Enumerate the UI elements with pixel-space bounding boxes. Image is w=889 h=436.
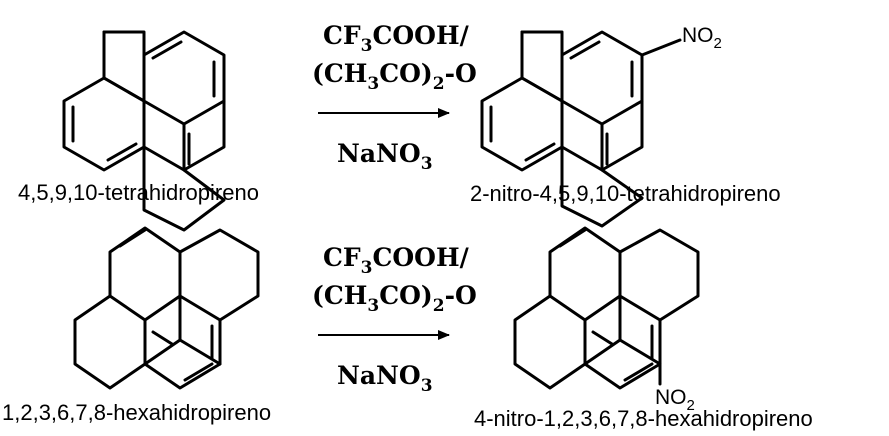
reagent-trifluoroacetic-acid-2: CF3COOH/ bbox=[323, 243, 470, 278]
product-1-name: 2-nitro-4,5,9,10-tetrahidropireno bbox=[470, 181, 781, 206]
product-2-nitro-group: NO2 bbox=[655, 386, 695, 414]
reagent-sodium-nitrate: NaNO3 bbox=[337, 139, 433, 174]
reagent-trifluoroacetic-acid: CF3COOH/ bbox=[323, 21, 470, 56]
reactant-1-name: 4,5,9,10-tetrahidropireno bbox=[18, 180, 259, 205]
reagent-acetic-anhydride: (CH3CO)2-O bbox=[312, 59, 477, 94]
product-1-nitro-group: NO2 bbox=[682, 24, 722, 52]
reactant-2-name: 1,2,3,6,7,8-hexahidropireno bbox=[2, 400, 271, 425]
reactant-2-structure bbox=[73, 226, 260, 390]
reactant-1-structure bbox=[62, 30, 226, 232]
product-2-name: 4-nitro-1,2,3,6,7,8-hexahidropireno bbox=[474, 406, 813, 431]
reagent-sodium-nitrate-2: NaNO3 bbox=[337, 361, 433, 396]
reagent-acetic-anhydride-2: (CH3CO)2-O bbox=[312, 281, 477, 316]
product-1-structure bbox=[480, 30, 682, 228]
reaction-1-conditions: CF3COOH/ (CH3CO)2-O NaNO3 bbox=[312, 21, 477, 174]
reaction-2-conditions: CF3COOH/ (CH3CO)2-O NaNO3 bbox=[312, 243, 477, 396]
product-2-structure bbox=[513, 226, 700, 390]
